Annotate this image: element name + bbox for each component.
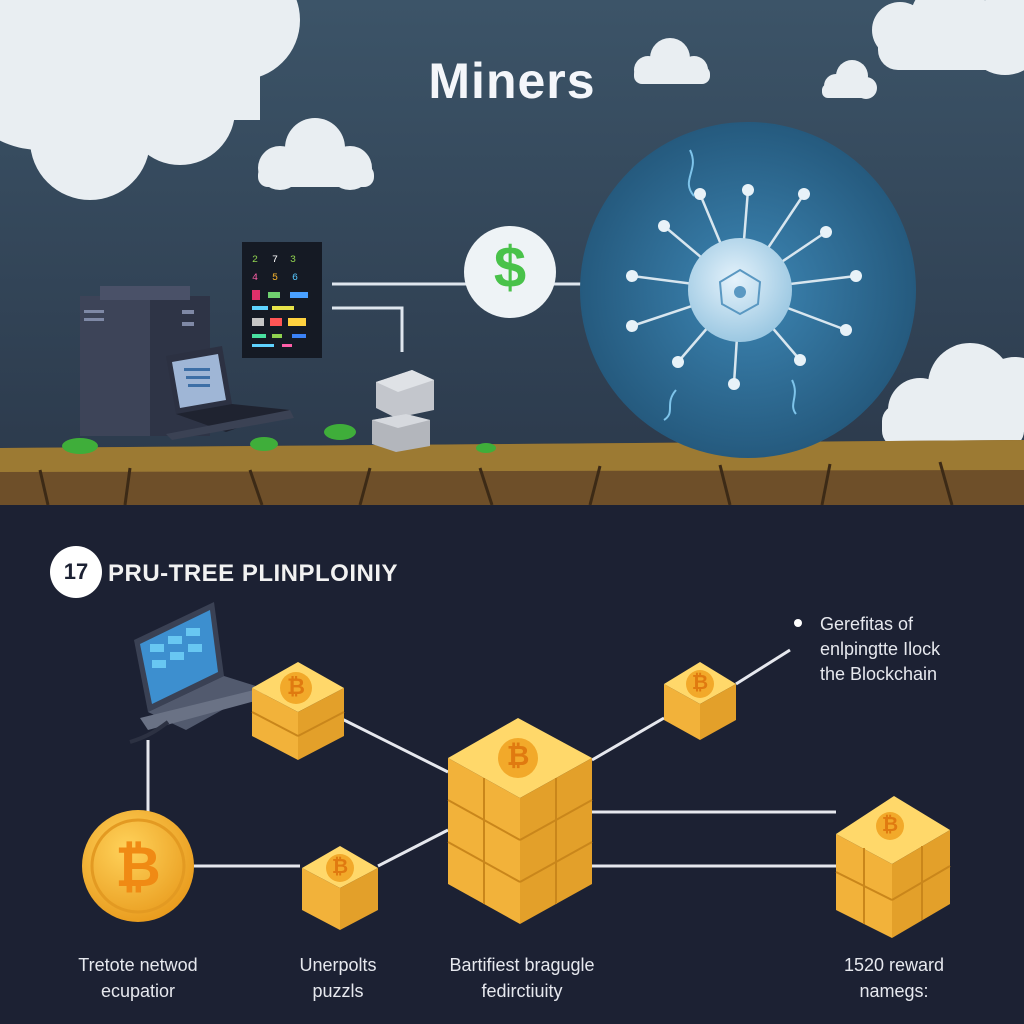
dollar-icon: $ [493,235,527,300]
note-bullet [794,619,802,627]
network-core-gem [718,268,762,316]
ground-cracks [38,461,954,506]
gold-block-stack [447,718,593,924]
stone-blocks [372,370,434,452]
note-line: enlpingtte Ilock [820,639,941,659]
caption-puzzles: Unerpolts puzzls [228,952,448,1004]
caption-line: ecupatior [100,981,176,1001]
svg-text:5: 5 [272,273,278,284]
network-nodes [626,184,862,390]
laptop-upper [166,346,294,440]
caption-line: fedirctiuity [481,981,563,1001]
caption-stack: Bartifiest bragugle fedirctiuity [412,952,632,1004]
cloud-top-right [872,0,1024,75]
bitcoin-coin [82,810,194,922]
caption-reward: 1520 reward namegs: [784,952,1004,1004]
cloud-small-2 [634,38,710,84]
page-title: Miners [428,53,596,109]
gold-block-a [251,662,345,760]
bitcoin-icon: ₿ [331,856,349,878]
caption-line: 1520 reward [843,955,945,975]
cloud-small-1 [258,118,374,190]
gold-block-d [835,796,951,938]
bitcoin-icon: ₿ [287,674,305,699]
bitcoin-icon: ₿ [691,672,709,694]
note-line: the Blockchain [820,664,938,684]
note-line: Gerefitas of [820,614,914,634]
svg-text:4: 4 [252,273,258,284]
caption-line: puzzls [312,981,364,1001]
caption-line: Bartifiest bragugle [449,955,595,975]
dollar-circle [464,226,556,318]
svg-text:7: 7 [272,255,278,266]
svg-text:6: 6 [292,273,298,284]
gold-block-c [664,662,736,740]
bitcoin-icon: ₿ [506,740,530,771]
laptop-lower [129,602,266,744]
caption-line: Tretote netwod [78,955,198,975]
caption-line: namegs: [859,981,929,1001]
code-panel: 2 7 3 4 5 6 [242,242,322,358]
cloud-top-left [0,0,300,200]
section-number-badge: 17 [50,546,102,598]
bushes [62,424,496,454]
section-title: PRU-TREE PLINPLOINIY [108,560,399,587]
cloud-small-3 [822,60,877,99]
bitcoin-icon: ₿ [115,835,161,898]
blockchain-links [146,648,836,868]
svg-text:3: 3 [290,255,296,266]
network-tendrils [663,149,797,421]
cloud-right [882,343,1024,447]
note-text: Gerefitas of enlpingtte Ilock the Blockc… [820,612,940,687]
caption-line: Unerpolts [299,955,377,975]
caption-network: Tretote netwod ecupatior [28,952,248,1004]
gold-block-b [302,846,378,930]
bitcoin-icon: ₿ [881,814,899,836]
svg-text:2: 2 [252,255,258,266]
